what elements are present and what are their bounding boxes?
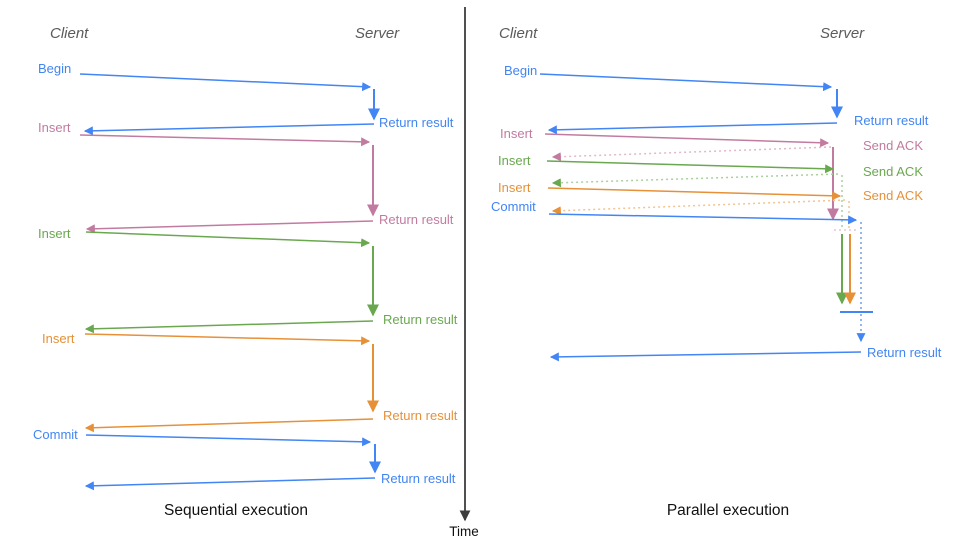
- seq-insert3-response-arrow: [84, 418, 374, 433]
- par-commit-request-arrow: [548, 213, 858, 225]
- seq-insert3-result-label: Return result: [383, 408, 458, 423]
- seq-commit-result-label: Return result: [381, 471, 456, 486]
- seq-commit-request-arrow: [85, 434, 372, 447]
- seq-client-header: Client: [50, 25, 89, 42]
- seq-begin-label: Begin: [38, 61, 72, 76]
- par-commit-label: Commit: [491, 199, 536, 214]
- par-begin-label: Begin: [504, 63, 538, 78]
- parallel-execution-title: Parallel execution: [666, 502, 790, 519]
- par-begin-response-arrow: [547, 122, 838, 135]
- seq-insert1-result-label: Return result: [379, 212, 454, 227]
- par-client-header: Client: [499, 25, 538, 42]
- par-insert3-request-arrow: [547, 187, 842, 201]
- time-axis-label: Time: [449, 524, 479, 539]
- par-insert3-ack-arrow: [551, 199, 846, 216]
- seq-insert2-request-arrow: [85, 231, 371, 248]
- seq-insert2-label: Insert: [38, 226, 71, 241]
- par-begin-request-arrow: [539, 73, 833, 92]
- seq-server-header: Server: [355, 25, 400, 42]
- seq-begin-response-arrow: [83, 123, 375, 136]
- par-server-header: Server: [820, 25, 865, 42]
- par-insert2-request-arrow: [546, 160, 835, 174]
- par-insert1-ack-label: Send ACK: [863, 138, 923, 153]
- seq-commit-label: Commit: [33, 427, 78, 442]
- par-insert3-label: Insert: [498, 180, 531, 195]
- par-insert2-ack-label: Send ACK: [863, 164, 923, 179]
- par-commit-response-arrow: [549, 351, 862, 362]
- par-insert2-label: Insert: [498, 153, 531, 168]
- seq-insert3-request-arrow: [84, 333, 371, 346]
- seq-insert3-label: Insert: [42, 331, 75, 346]
- par-insert1-ack-arrow: [551, 146, 832, 162]
- par-insert2-ack-arrow: [551, 173, 839, 188]
- seq-commit-response-arrow: [84, 477, 376, 491]
- seq-begin-request-arrow: [79, 73, 372, 92]
- par-commit-result-label: Return result: [867, 345, 942, 360]
- par-insert1-request-arrow: [544, 133, 830, 148]
- seq-insert1-response-arrow: [85, 220, 374, 234]
- seq-insert1-label: Insert: [38, 120, 71, 135]
- par-begin-result-label: Return result: [854, 113, 929, 128]
- seq-insert2-result-label: Return result: [383, 312, 458, 327]
- seq-insert1-request-arrow: [79, 134, 371, 147]
- seq-insert2-response-arrow: [84, 320, 374, 334]
- par-insert1-label: Insert: [500, 126, 533, 141]
- seq-begin-result-label: Return result: [379, 115, 454, 130]
- par-insert3-ack-label: Send ACK: [863, 188, 923, 203]
- sequential-execution-title: Sequential execution: [164, 502, 308, 519]
